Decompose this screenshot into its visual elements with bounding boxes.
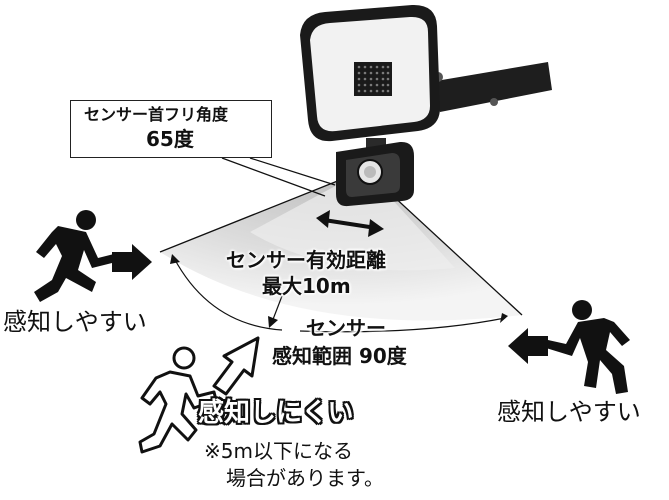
running-person-icon xyxy=(138,346,218,454)
hard-detection-label: 感知しにくい xyxy=(198,398,354,428)
swivel-arrow-icon xyxy=(316,210,384,237)
detection-area xyxy=(159,157,523,321)
detection-distance-label: センサー有効距離 xyxy=(226,248,386,272)
floodlight-icon xyxy=(300,4,552,150)
running-person-icon xyxy=(546,300,630,394)
swivel-angle-value: 65度 xyxy=(146,127,194,151)
detection-distance-value: 最大10m xyxy=(262,274,351,298)
running-person-icon xyxy=(34,210,116,302)
motion-sensor-icon xyxy=(336,141,414,207)
arrow-icon xyxy=(508,328,548,364)
range-arc xyxy=(170,254,508,333)
easy-detection-left-label: 感知しやすい xyxy=(3,308,147,336)
swivel-angle-label: センサー首フリ角度 xyxy=(84,105,229,124)
arrow-icon xyxy=(212,336,260,396)
arrow-icon xyxy=(112,244,152,280)
hard-detection-note-line1: ※5m以下になる xyxy=(204,439,353,463)
easy-detection-right-label: 感知しやすい xyxy=(497,398,641,426)
swivel-angle-callout xyxy=(70,100,272,158)
detection-range-value: 感知範囲 90度 xyxy=(272,344,407,368)
distance-arrow-icon xyxy=(268,295,283,328)
detection-range-label: センサー xyxy=(306,316,386,340)
hard-detection-note-line2: 場合があります。 xyxy=(226,466,384,490)
